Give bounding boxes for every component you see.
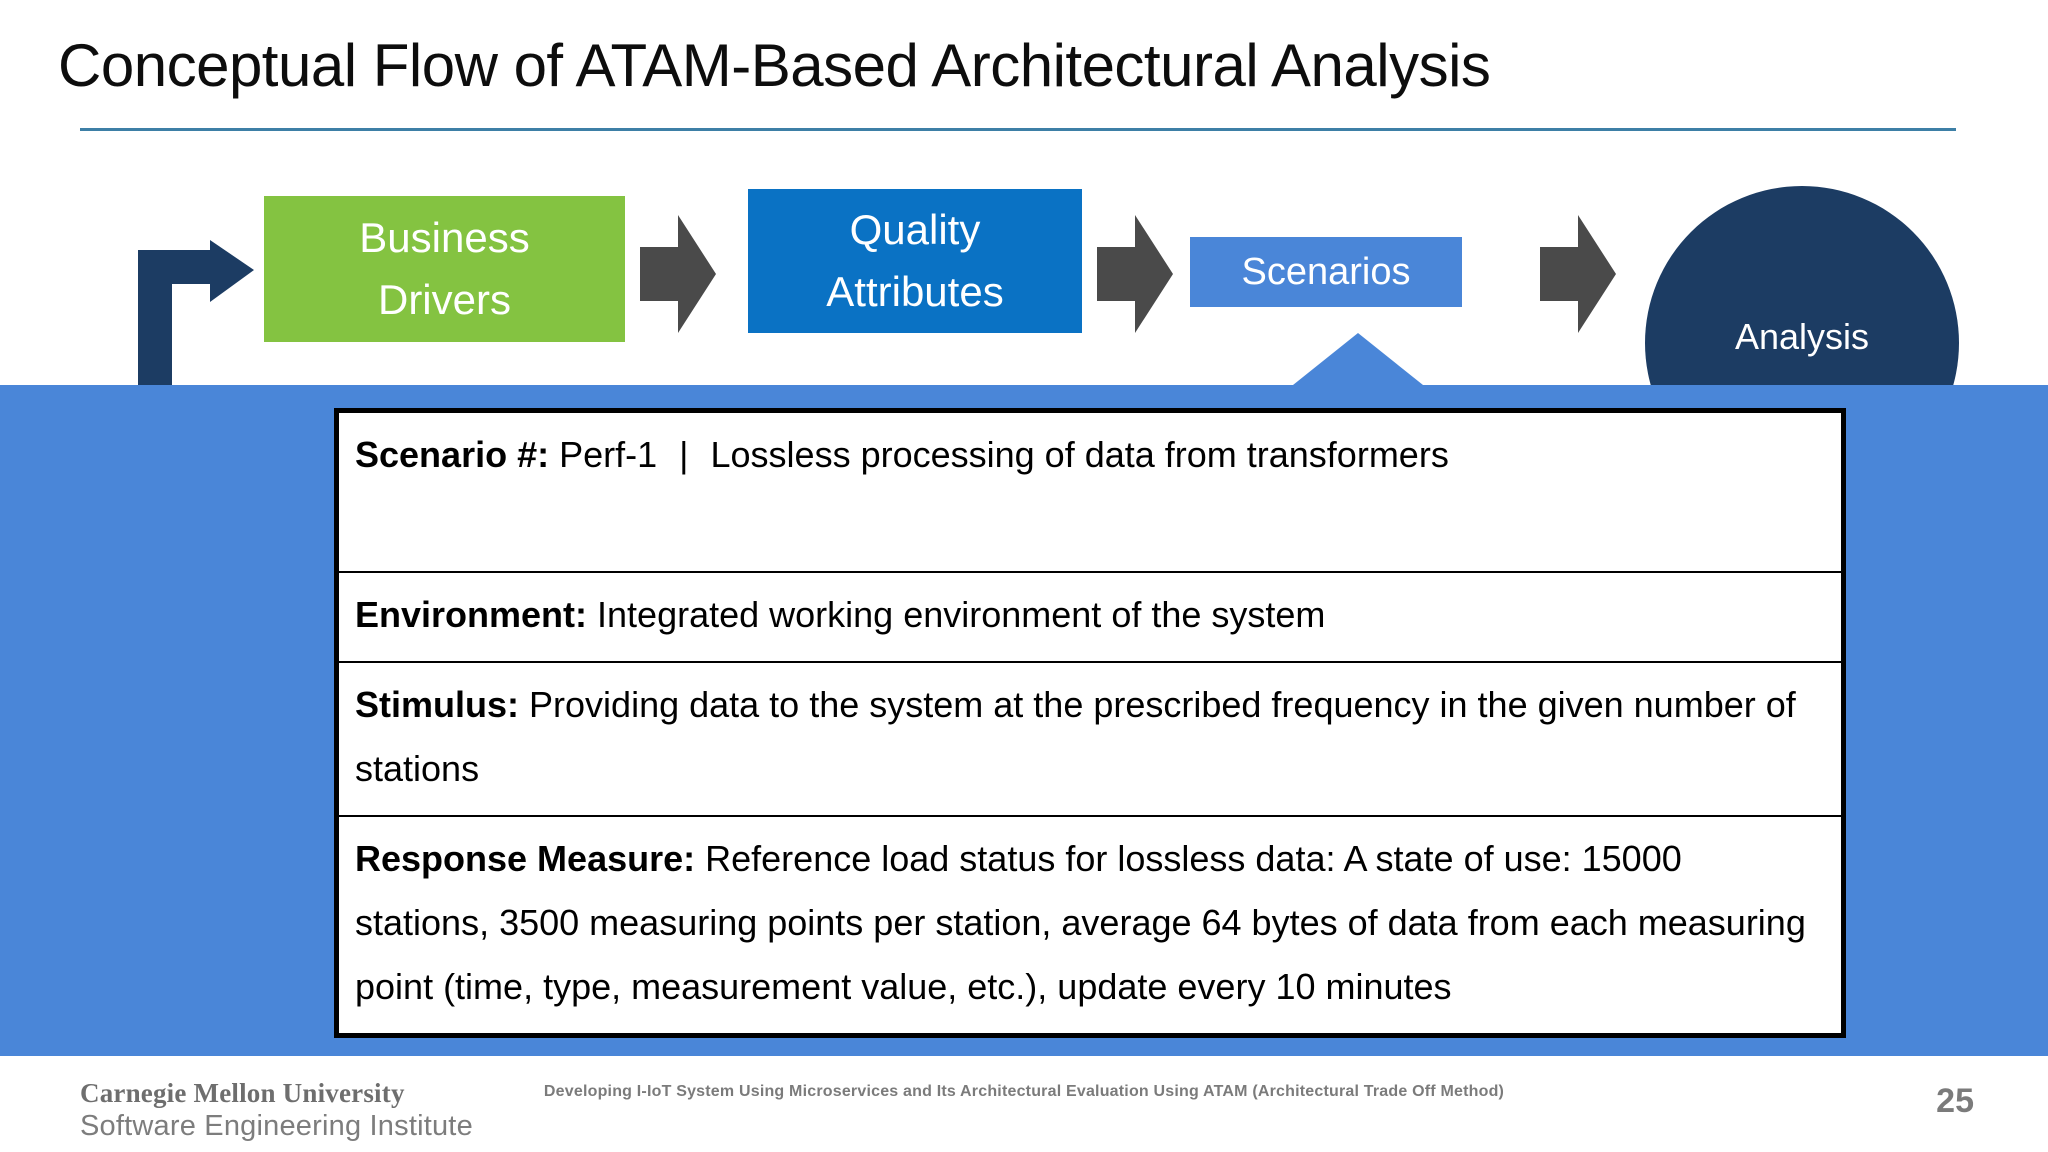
scenario-separator: | xyxy=(679,434,689,475)
environment-value: Integrated working environment of the sy… xyxy=(597,594,1326,635)
stimulus-label: Stimulus: xyxy=(355,684,520,725)
scenario-description: Lossless processing of data from transfo… xyxy=(710,434,1449,475)
arrow-right-icon xyxy=(1097,215,1173,333)
business-drivers-line2: Drivers xyxy=(377,276,511,323)
cmu-sei-logo: Carnegie Mellon University Software Engi… xyxy=(80,1078,500,1143)
table-row: Response Measure: Reference load status … xyxy=(337,815,1843,1035)
response-measure-value: Reference load status for lossless data:… xyxy=(355,838,1806,1007)
logo-line-institute: Software Engineering Institute xyxy=(80,1110,473,1142)
page-number: 25 xyxy=(1936,1082,1974,1120)
flow-box-quality-attributes[interactable]: Quality Attributes xyxy=(748,189,1082,333)
page-title: Conceptual Flow of ATAM-Based Architectu… xyxy=(58,32,1491,99)
arrow-right-icon xyxy=(1540,215,1616,333)
scenarios-label: Scenarios xyxy=(1241,251,1411,293)
arrow-right-icon xyxy=(640,215,716,333)
footer-citation: Developing I-IoT System Using Microservi… xyxy=(543,1083,1505,1100)
table-row: Scenario #: Perf-1 | Lossless processing o… xyxy=(337,411,1843,573)
callout-pointer-icon xyxy=(1288,333,1428,389)
business-drivers-line1: Business xyxy=(359,214,530,261)
environment-label: Environment: xyxy=(355,594,588,635)
analysis-label: Analysis xyxy=(1734,316,1870,357)
elbow-arrow-icon xyxy=(138,240,254,400)
table-cell-stimulus: Stimulus: Providing data to the system a… xyxy=(337,661,1843,817)
table-cell-response-measure: Response Measure: Reference load status … xyxy=(337,815,1843,1035)
table-cell-scenario: Scenario #: Perf-1 | Lossless processing o… xyxy=(337,411,1843,573)
flow-box-business-drivers[interactable]: Business Drivers xyxy=(264,196,625,342)
scenario-label: Scenario #: xyxy=(355,434,550,475)
quality-attributes-line2: Attributes xyxy=(826,268,1004,315)
scenario-value: Perf-1 xyxy=(559,434,658,475)
table-row: Stimulus: Providing data to the system a… xyxy=(337,661,1843,817)
table-row: Environment: Integrated working environm… xyxy=(337,571,1843,663)
stimulus-value: Providing data to the system at the pres… xyxy=(355,684,1796,789)
flow-box-scenarios[interactable]: Scenarios xyxy=(1190,237,1462,307)
response-measure-label: Response Measure: xyxy=(355,838,696,879)
table-cell-environment: Environment: Integrated working environm… xyxy=(337,571,1843,663)
quality-attributes-line1: Quality xyxy=(849,206,981,253)
title-divider xyxy=(80,128,1956,131)
logo-line-university: Carnegie Mellon University xyxy=(80,1078,405,1108)
scenario-table: Scenario #: Perf-1 | Lossless processing o… xyxy=(334,408,1846,1038)
